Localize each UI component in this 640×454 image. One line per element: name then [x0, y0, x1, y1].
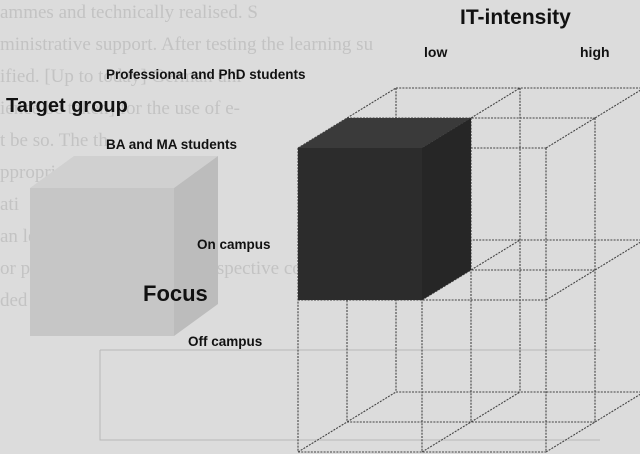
- cube-grid-lines: [297, 87, 640, 453]
- background-text-line: ministrative support. After testing the …: [0, 34, 374, 55]
- target-ba-ma-label: BA and MA students: [106, 137, 237, 152]
- focus-off-campus-label: Off campus: [188, 334, 263, 349]
- background-text-line: ified. [Up to today] German uni: [0, 66, 242, 87]
- ghost-cube: [30, 156, 600, 441]
- focus-on-campus-label: On campus: [197, 237, 271, 252]
- background-text-line: ammes and technically realised. S: [0, 2, 258, 23]
- background-text-line: ati: [0, 194, 19, 215]
- it-intensity-title: IT-intensity: [460, 6, 571, 29]
- background-text-line: t be so. The th: [0, 130, 108, 151]
- target-professional-label: Professional and PhD students: [106, 67, 306, 82]
- background-text-line: ience be taken] for the use of e-: [0, 98, 241, 119]
- it-intensity-low-label: low: [424, 44, 448, 60]
- focus-title: Focus: [143, 281, 208, 306]
- highlighted-cell: [298, 118, 471, 300]
- target-group-title: Target group: [6, 95, 128, 117]
- it-intensity-high-label: high: [580, 44, 610, 60]
